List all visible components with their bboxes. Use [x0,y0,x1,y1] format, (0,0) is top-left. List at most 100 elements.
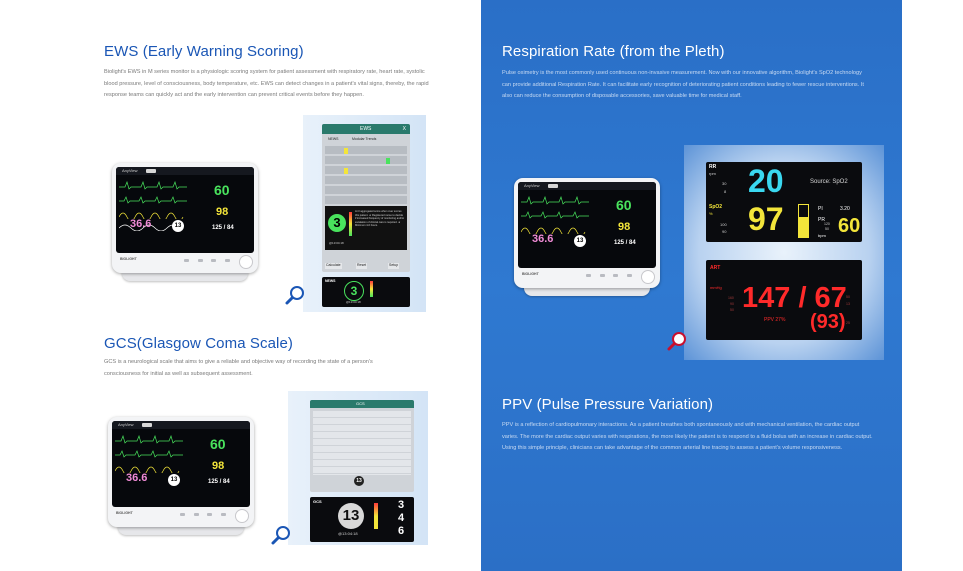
ews-param-table [325,146,407,204]
gcs-dialog-total: 13 [354,476,364,486]
nibp-value: 125 / 84 [212,225,234,231]
monitor-keys [184,259,230,263]
rr-source: Source: SpO2 [810,179,848,185]
art-range-mid: 90 [730,302,734,306]
ews-score: 3 [328,214,346,232]
pr-high: 120 [824,222,830,226]
gcs-dialog-title: GCS [356,400,365,406]
score-badge: 13 [172,220,184,232]
monitor-ews: AnyView 60 98 36.6 13 125 / 84 BIOLIGHT [112,163,258,283]
rr-label: RR [709,164,717,170]
monitor-tag [146,168,156,173]
art-right-a: 50 [846,295,850,299]
monitor-brand: BIOLIGHT [522,272,539,276]
ecg-wave-2 [119,196,187,204]
spo2-value: 98 [216,206,229,218]
magnifier-icon [285,286,304,305]
monitor-knob[interactable] [235,509,249,523]
temp-value: 36.6 [130,218,152,230]
spo2-value: 98 [212,460,225,472]
hr-value: 60 [214,182,230,198]
art-label: ART [710,265,721,271]
monitor-title: AnyView [118,422,134,427]
ecg-wave [119,181,187,190]
spo2-value: 97 [748,201,784,237]
pi-value: 3.20 [840,206,850,212]
tab-modular-trends[interactable]: Modular Trends [352,137,377,141]
pr-low: 50 [825,227,829,231]
monitor-body: AnyView 60 98 36.6 13 125 / 84 BIOLIGHT [112,163,258,273]
gcs-label: GCS [313,499,322,504]
monitor-rr: AnyView 60 98 36.6 13 125 / 84 BIOLIGHT [514,178,660,298]
ews-bottom-strip: NEWS 3 @13:04:18 [322,277,410,307]
nibp-value: 125 / 84 [614,240,636,246]
ews-dialog-title: EWS [360,125,372,132]
setup-button[interactable]: Setup [388,263,400,269]
monitor-knob[interactable] [239,255,253,269]
monitor-brand: BIOLIGHT [116,511,133,515]
monitor-title: AnyView [524,183,540,188]
gcs-title: GCS(Glasgow Coma Scale) [104,335,294,352]
monitor-stand [122,271,248,281]
ews-title: EWS (Early Warning Scoring) [104,43,304,60]
score-badge: 13 [574,235,586,247]
gcs-verbal: 4 [398,512,405,524]
monitor-brand: BIOLIGHT [120,257,137,261]
art-right-c: 25 [846,321,850,325]
ppv-title: PPV (Pulse Pressure Variation) [502,396,714,413]
art-range-low: 50 [730,308,734,312]
pleth-wave [521,227,586,234]
rr-value: 20 [748,163,784,199]
temp-value: 36.6 [126,472,148,484]
pleth-wave [119,212,184,219]
art-right-b: 13 [846,302,850,306]
ews-result-box: 3 At 3 aggregated score when over scores… [325,206,407,250]
gcs-motor: 6 [398,525,405,537]
gcs-time: @13:04:18 [338,531,358,536]
hr-value: 60 [616,197,632,213]
perfusion-bar [798,204,809,238]
monitor-knob[interactable] [641,270,655,284]
gcs-option-list[interactable] [313,411,411,475]
spo2-high: 100 [720,222,727,227]
magnifier-icon [271,526,290,545]
spo2-label: SpO2 [709,204,723,210]
ews-text: Biolight's EWS in M series monitor is a … [104,69,429,98]
nibp-value: 125 / 84 [208,479,230,485]
rr-text: Pulse oximetry is the most commonly used… [502,70,864,99]
ppv-text: PPV is a reflection of cardiopulmonary i… [502,422,873,451]
gcs-text: GCS is a neurological scale that aims to… [104,359,373,377]
ews-time: @13:04:18 [329,241,344,245]
reset-button[interactable]: Reset [356,263,368,269]
hr-value: 60 [210,436,226,452]
calculate-button[interactable]: Calculate [325,263,342,269]
spo2-value: 98 [618,221,631,233]
rr-unit: rpm [709,171,716,176]
gcs-dialog: GCS 13 [310,400,414,492]
art-range-high: 160 [728,296,734,300]
monitor-gcs: AnyView 60 98 36.6 13 125 / 84 BIOLIGHT [108,417,254,537]
ecg-wave [115,435,183,444]
monitor-screen: AnyView 60 98 36.6 13 125 / 84 [116,167,254,253]
rr-spo2-screen: RR rpm 30 8 20 Source: SpO2 SpO2 % 100 9… [706,162,862,242]
rr-title: Respiration Rate (from the Pleth) [502,43,725,60]
ews-dialog: EWS X NEWS Modular Trends 3 At 3 aggrega… [322,124,410,272]
ews-note: At 3 aggregated score when over scores t… [355,210,405,228]
ppv-value: PPV 27% [764,317,786,323]
tab-news[interactable]: NEWS [328,137,339,141]
gcs-eye: 3 [398,499,405,511]
score-badge: 13 [168,474,180,486]
pr-unit: bpm [818,233,826,238]
pleth-wave [115,466,180,473]
art-mean: (93) [810,311,846,333]
close-icon[interactable]: X [402,125,406,132]
magnifier-icon [667,332,686,351]
news-time: @13:04:18 [346,300,361,304]
news-score: 3 [344,281,364,301]
gcs-total: 13 [338,503,364,529]
news-label: NEWS [325,279,336,283]
spo2-low: 90 [722,229,727,234]
ecg-wave [521,196,589,205]
pi-label: PI [818,206,823,212]
art-screen: ART mmHg 160 90 50 147 / 67 (93) PPV 27%… [706,260,862,340]
